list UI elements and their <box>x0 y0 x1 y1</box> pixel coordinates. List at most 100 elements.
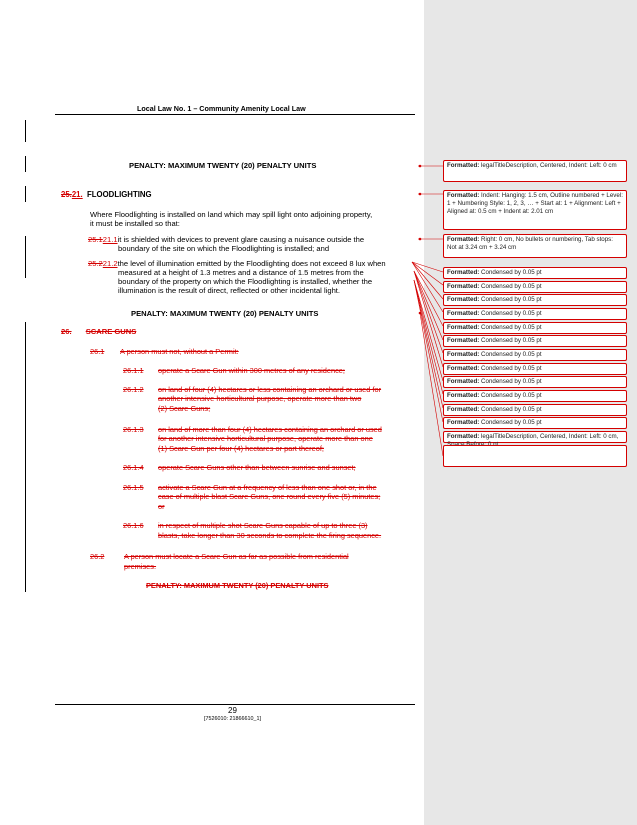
penalty-heading: PENALTY: MAXIMUM TWENTY (20) PENALTY UNI… <box>131 309 319 318</box>
deleted-text: another intensive horticultural purpose,… <box>158 394 362 403</box>
inserted-number: 21.2 <box>102 259 118 268</box>
format-balloon[interactable]: Formatted: legalTitleDescription, Center… <box>443 431 627 448</box>
deleted-number: 25.1 <box>88 235 103 244</box>
deleted-text: blasts, take longer than 30 seconds to c… <box>158 531 382 540</box>
balloon-text: legalTitleDescription, Centered, Indent:… <box>447 433 619 448</box>
balloon-label: Formatted: <box>447 283 480 290</box>
change-bar <box>25 120 26 142</box>
body-text: it is shielded with devices to prevent g… <box>117 235 365 244</box>
balloon-label: Formatted: <box>447 310 480 317</box>
format-balloon[interactable]: Formatted: Condensed by 0.05 pt <box>443 322 627 334</box>
deleted-text: (2) Scare Guns; <box>158 404 211 413</box>
deleted-text: case of multiple blast Scare Guns, one r… <box>158 492 381 501</box>
balloon-text: Indent: Hanging: 1.5 cm, Outline numbere… <box>447 192 623 215</box>
format-balloon[interactable]: Formatted: Condensed by 0.05 pt <box>443 308 627 320</box>
format-balloon[interactable]: Formatted: Condensed by 0.05 pt <box>443 267 627 279</box>
balloon-label: Formatted: <box>447 351 480 358</box>
balloon-label: Formatted: <box>447 365 480 372</box>
balloon-label: Formatted: <box>447 406 480 413</box>
balloon-label: Formatted: <box>447 162 480 169</box>
deleted-text: A person must not, without a Permit: <box>120 347 239 356</box>
format-balloon[interactable]: Formatted: Condensed by 0.05 pt <box>443 294 627 306</box>
balloon-text: Condensed by 0.05 pt <box>481 378 542 385</box>
body-text: illumination is the result of direct, re… <box>118 286 341 295</box>
deleted-title: SCARE GUNS <box>85 327 137 336</box>
balloon-text: Condensed by 0.05 pt <box>481 419 542 426</box>
page-number: 29 <box>228 706 237 715</box>
balloon-text: Condensed by 0.05 pt <box>481 283 542 290</box>
format-balloon[interactable]: Formatted: Condensed by 0.05 pt <box>443 376 627 388</box>
balloon-label: Formatted: <box>447 296 480 303</box>
balloon-label: Formatted: <box>447 269 480 276</box>
format-balloon[interactable]: Formatted: Right: 0 cm, No bullets or nu… <box>443 234 627 258</box>
format-balloon[interactable] <box>443 445 627 467</box>
deleted-text: (1) Scare Gun per four (4) hectares or p… <box>158 444 324 453</box>
balloon-text: Condensed by 0.05 pt <box>481 365 542 372</box>
balloon-label: Formatted: <box>447 192 480 199</box>
deleted-number: 26.1.5 <box>123 483 144 492</box>
footer-rule <box>55 704 415 705</box>
deleted-number: 26.1.3 <box>123 425 144 434</box>
deleted-number: 26.2 <box>90 552 105 561</box>
document-page <box>0 0 424 825</box>
deleted-text: in respect of multiple shot Scare Guns c… <box>158 521 368 530</box>
balloon-label: Formatted: <box>447 433 480 440</box>
balloon-label: Formatted: <box>447 392 480 399</box>
format-balloon[interactable]: Formatted: Indent: Hanging: 1.5 cm, Outl… <box>443 190 627 230</box>
balloon-text: Condensed by 0.05 pt <box>481 296 542 303</box>
deleted-text: operate Scare Guns other than between su… <box>158 463 356 472</box>
format-balloon[interactable]: Formatted: Condensed by 0.05 pt <box>443 281 627 293</box>
list-item: 25.121.1it is shielded with devices to p… <box>88 235 418 244</box>
balloon-text: Condensed by 0.05 pt <box>481 324 542 331</box>
deleted-number: 26.1 <box>90 347 105 356</box>
list-item: 25.221.2the level of illumination emitte… <box>88 259 418 268</box>
format-balloon[interactable]: Formatted: Condensed by 0.05 pt <box>443 417 627 429</box>
balloon-text: Condensed by 0.05 pt <box>481 310 542 317</box>
balloon-label: Formatted: <box>447 378 480 385</box>
balloon-text: legalTitleDescription, Centered, Indent:… <box>481 162 617 169</box>
change-bar <box>25 236 26 278</box>
change-bar <box>25 322 26 592</box>
inserted-number: 21. <box>71 190 83 199</box>
page-header: Local Law No. 1 – Community Amenity Loca… <box>137 104 306 113</box>
balloon-label: Formatted: <box>447 324 480 331</box>
balloon-text: Condensed by 0.05 pt <box>481 392 542 399</box>
clause-heading: 25.21. FLOODLIGHTING <box>61 190 152 199</box>
deleted-clause-heading: 26. SCARE GUNS <box>61 327 136 336</box>
format-balloon[interactable]: Formatted: Condensed by 0.05 pt <box>443 335 627 347</box>
deleted-text: operate a Scare Gun within 300 metres of… <box>158 366 345 375</box>
format-balloon[interactable]: Formatted: Condensed by 0.05 pt <box>443 349 627 361</box>
balloon-text: Condensed by 0.05 pt <box>481 337 542 344</box>
deleted-text: or <box>158 502 165 511</box>
balloon-label: Formatted: <box>447 419 480 426</box>
body-text: boundary of the property on which the Fl… <box>118 277 373 286</box>
balloon-text: Condensed by 0.05 pt <box>481 351 542 358</box>
deleted-number: 26.1.6 <box>123 521 144 530</box>
format-balloon[interactable]: Formatted: Condensed by 0.05 pt <box>443 363 627 375</box>
header-rule <box>55 114 415 115</box>
deleted-number: 26.1.1 <box>123 366 144 375</box>
deleted-text: activate a Scare Gun at a frequency of l… <box>158 483 377 492</box>
body-text: it must be installed so that: <box>90 219 180 228</box>
deleted-number: 26.1.4 <box>123 463 144 472</box>
body-text: boundary of the site on which the Floodl… <box>118 244 330 253</box>
inserted-number: 21.1 <box>102 235 118 244</box>
document-reference: [7526010: 21866610_1] <box>204 716 261 722</box>
balloon-label: Formatted: <box>447 236 480 243</box>
balloon-text: Right: 0 cm, No bullets or numbering, Ta… <box>447 236 613 251</box>
format-balloon[interactable]: Formatted: legalTitleDescription, Center… <box>443 160 627 182</box>
format-balloon[interactable]: Formatted: Condensed by 0.05 pt <box>443 390 627 402</box>
clause-title: FLOODLIGHTING <box>87 190 152 199</box>
format-balloon[interactable]: Formatted: Condensed by 0.05 pt <box>443 404 627 416</box>
penalty-heading: PENALTY: MAXIMUM TWENTY (20) PENALTY UNI… <box>129 161 317 170</box>
body-text: measured at a height of 1.3 metres and a… <box>118 268 364 277</box>
deleted-text: on land of more than four (4) hectares c… <box>158 425 382 434</box>
deleted-text: for another intensive horticultural purp… <box>158 434 373 443</box>
balloon-text: Condensed by 0.05 pt <box>481 406 542 413</box>
deleted-number: 25.2 <box>88 259 103 268</box>
deleted-text: A person must locate a Scare Gun as far … <box>124 552 349 561</box>
body-text: Where Floodlighting is installed on land… <box>90 210 373 219</box>
deleted-number: 25. <box>61 190 72 199</box>
deleted-number: 26.1.2 <box>123 385 144 394</box>
deleted-text: premises. <box>124 562 157 571</box>
